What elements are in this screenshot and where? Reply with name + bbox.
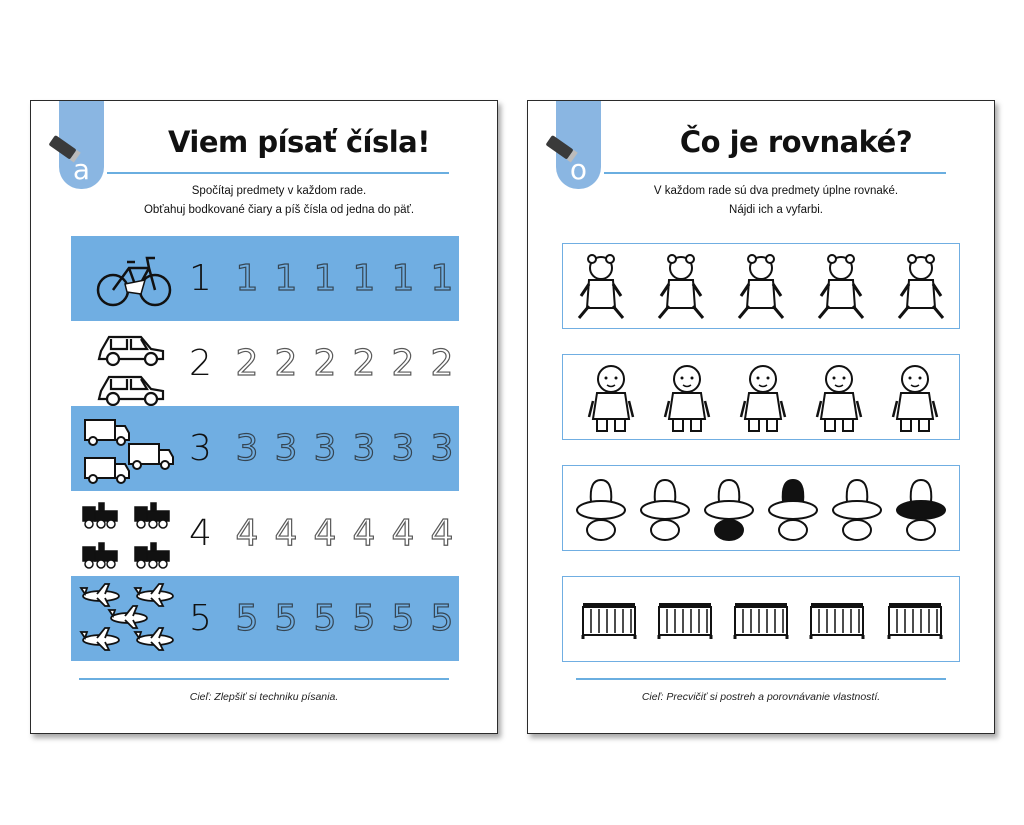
- trace-digit[interactable]: 5: [352, 597, 376, 639]
- bottom-divider: [576, 678, 946, 680]
- trace-digit[interactable]: 1: [274, 257, 298, 299]
- airplane-icon: [79, 583, 174, 651]
- trace-digit[interactable]: 3: [391, 427, 415, 469]
- trace-digit[interactable]: 3: [430, 427, 454, 469]
- trace-digit[interactable]: 4: [391, 512, 415, 554]
- trace-digit[interactable]: 5: [274, 597, 298, 639]
- trace-digit[interactable]: 5: [235, 597, 259, 639]
- trace-digit[interactable]: 5: [313, 597, 337, 639]
- trace-digit[interactable]: 1: [352, 257, 376, 299]
- trace-digit[interactable]: 1: [313, 257, 337, 299]
- instructions: Spočítaj predmety v každom rade. Obťahuj…: [91, 182, 467, 220]
- trace-numbers: 1 1 1 1 1 1: [228, 236, 458, 321]
- crib-icon: [733, 601, 789, 641]
- instruction-line: V každom rade sú dva predmety úplne rovn…: [653, 185, 899, 197]
- bottom-divider: [79, 678, 449, 680]
- compare-row: [562, 465, 960, 551]
- trace-numbers: 4 4 4 4 4 4: [228, 491, 458, 576]
- teddy-bear-icon: [737, 253, 785, 320]
- worksheet-page-right: o Čo je rovnaké? V každom rade sú dva pr…: [527, 100, 995, 734]
- compare-row: [562, 354, 960, 440]
- goal-text: Cieľ: Zlepšiť si techniku písania.: [189, 691, 339, 703]
- trace-digit[interactable]: 2: [235, 342, 259, 384]
- trace-numbers: 5 5 5 5 5 5: [228, 576, 458, 661]
- trace-digit[interactable]: 1: [235, 257, 259, 299]
- row-number: 2: [189, 343, 212, 384]
- trace-digit[interactable]: 2: [274, 342, 298, 384]
- trace-digit[interactable]: 2: [391, 342, 415, 384]
- crib-icon: [887, 601, 943, 641]
- counting-row: 2 2 2 2 2 2 2: [71, 321, 459, 406]
- train-icon: [82, 502, 170, 569]
- teddy-bear-icon: [577, 253, 625, 320]
- instruction-line: Obťahuj bodkované čiary a píš čísla od j…: [143, 204, 415, 216]
- teddy-bear-icon: [897, 253, 945, 320]
- counting-row: 4 4 4 4 4 4 4: [71, 491, 459, 576]
- trace-digit[interactable]: 4: [352, 512, 376, 554]
- tab-letter: o: [569, 153, 588, 186]
- pencil-icon: [49, 135, 81, 163]
- teddy-bear-icon: [817, 253, 865, 320]
- trace-digit[interactable]: 3: [235, 427, 259, 469]
- counting-row: 5 5 5 5 5 5 5: [71, 576, 459, 661]
- pencil-icon: [546, 135, 578, 163]
- compare-row: [562, 576, 960, 662]
- baby-icon: [587, 364, 635, 433]
- trace-digit[interactable]: 3: [352, 427, 376, 469]
- trace-digit[interactable]: 1: [391, 257, 415, 299]
- trace-digit[interactable]: 5: [430, 597, 454, 639]
- row-number: 4: [189, 513, 212, 554]
- instructions: V každom rade sú dva predmety úplne rovn…: [588, 182, 964, 220]
- row-number: 1: [189, 258, 212, 299]
- tab-letter: a: [72, 153, 91, 186]
- trace-numbers: 2 2 2 2 2 2: [228, 321, 458, 406]
- teddy-bear-icon: [657, 253, 705, 320]
- page-title: Čo je rovnaké?: [679, 125, 913, 159]
- trace-digit[interactable]: 4: [235, 512, 259, 554]
- pacifier-row: [576, 478, 946, 541]
- trace-digit[interactable]: 3: [313, 427, 337, 469]
- trace-digit[interactable]: 3: [274, 427, 298, 469]
- row-number: 3: [189, 428, 212, 469]
- title-divider: [107, 172, 449, 174]
- worksheet-page-left: a Viem písať čísla! Spočítaj predmety v …: [30, 100, 498, 734]
- goal-text: Cieľ: Precvičiť si postreh a porovnávani…: [641, 691, 881, 703]
- page-title: Viem písať čísla!: [168, 125, 430, 159]
- title-divider: [604, 172, 946, 174]
- trace-digit[interactable]: 4: [430, 512, 454, 554]
- baby-row: [587, 364, 939, 433]
- truck-icon: [84, 419, 174, 484]
- baby-icon: [815, 364, 863, 433]
- teddy-bear-row: [577, 253, 945, 320]
- trace-digit[interactable]: 2: [313, 342, 337, 384]
- row-number: 5: [189, 598, 212, 639]
- crib-icon: [809, 601, 865, 641]
- trace-numbers: 3 3 3 3 3 3: [228, 406, 458, 491]
- trace-digit[interactable]: 5: [391, 597, 415, 639]
- instruction-line: Nájdi ich a vyfarbi.: [729, 204, 823, 216]
- trace-digit[interactable]: 1: [430, 257, 454, 299]
- bicycle-icon: [96, 256, 172, 307]
- counting-row: 1 1 1 1 1 1 1: [71, 236, 459, 321]
- trace-digit[interactable]: 4: [313, 512, 337, 554]
- baby-icon: [663, 364, 711, 433]
- baby-icon: [739, 364, 787, 433]
- crib-row: [581, 601, 943, 641]
- trace-digit[interactable]: 2: [352, 342, 376, 384]
- trace-digit[interactable]: 2: [430, 342, 454, 384]
- compare-row: [562, 243, 960, 329]
- crib-icon: [657, 601, 713, 641]
- crib-icon: [581, 601, 637, 641]
- baby-icon: [891, 364, 939, 433]
- counting-row: 3 3 3 3 3 3 3: [71, 406, 459, 491]
- instruction-line: Spočítaj predmety v každom rade.: [191, 185, 367, 197]
- trace-digit[interactable]: 4: [274, 512, 298, 554]
- car-icon: [97, 335, 165, 406]
